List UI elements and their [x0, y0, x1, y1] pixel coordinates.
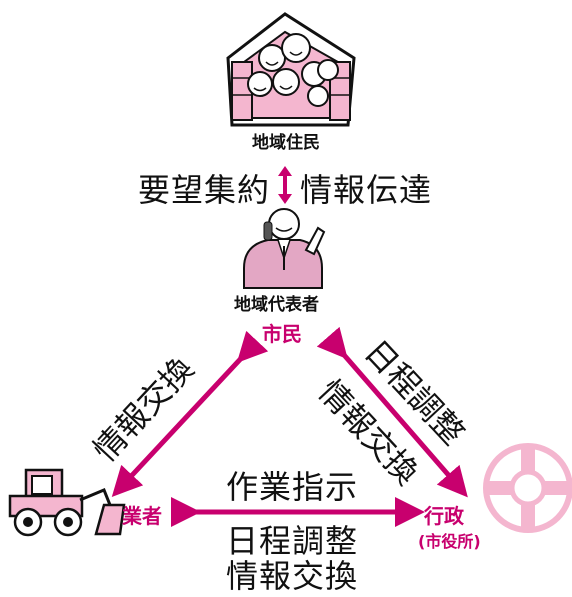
node-citizen-label: 市民 [262, 322, 302, 346]
node-government-sub-label: (市役所) [418, 532, 481, 551]
node-representative-label: 地域代表者 [234, 295, 319, 315]
node-contractor-label: 業者 [122, 504, 162, 528]
link-info-transmission-label: 情報伝達 [300, 171, 433, 209]
bulldozer-icon [8, 468, 126, 537]
bidirectional-black-arrow [278, 166, 292, 204]
arrow-citizen-government [316, 326, 468, 498]
arrow-citizen-contractor [111, 330, 269, 497]
edge-info-exchange-label: 情報交換 [226, 557, 359, 595]
house-family-icon [226, 12, 356, 127]
edge-schedule-adjust-label: 日程調整 [226, 522, 359, 560]
representative-phone-icon [243, 208, 326, 289]
node-government-label: 行政 [424, 504, 464, 528]
node-residents-label: 地域住民 [252, 133, 320, 153]
edge-work-instruction-label: 作業指示 [226, 468, 359, 506]
link-gather-requests-label: 要望集約 [138, 171, 271, 209]
city-emblem-icon [483, 443, 572, 533]
